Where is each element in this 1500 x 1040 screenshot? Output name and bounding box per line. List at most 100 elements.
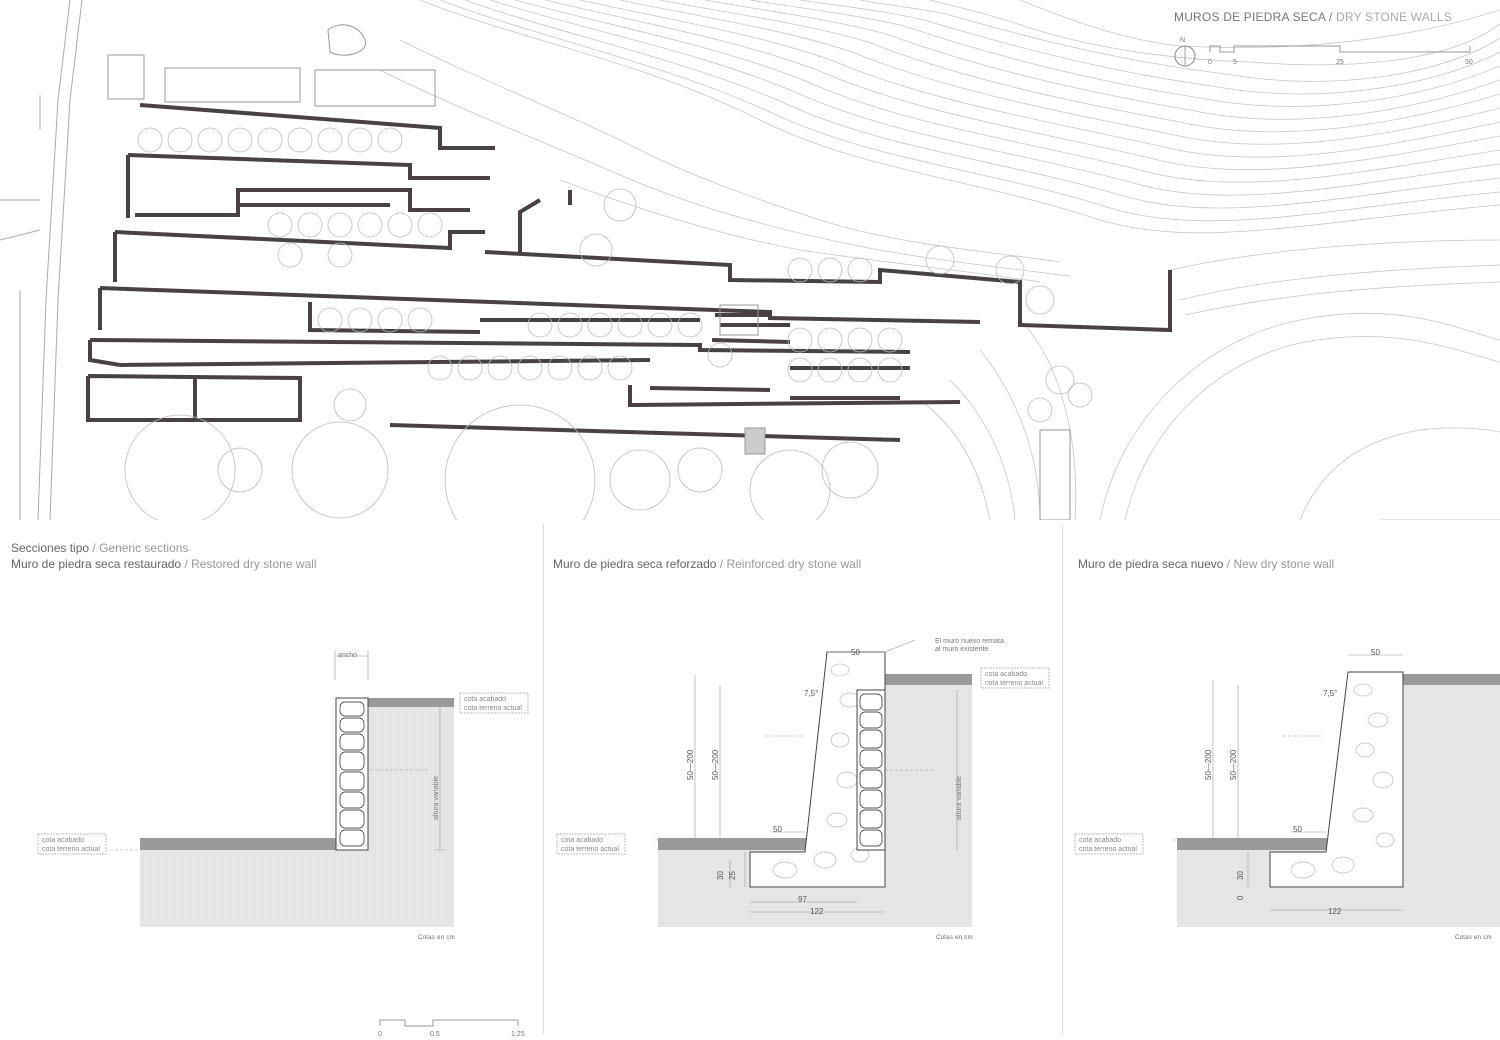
new-title-es: Muro de piedra seca nuevo [1078,557,1224,571]
restored-section-drawing: ancho altura variable cota acabado cota … [37,650,529,927]
reinforced-title-en: Reinforced dry stone wall [726,557,862,571]
cota-box-left [556,833,626,855]
plan-title-separator: / [1325,10,1336,24]
restored-title-es: Muro de piedra seca restaurado [11,557,182,571]
dim-height-inner: 50—200 [711,749,720,780]
stones [339,701,365,847]
site-plan [0,0,1500,520]
new-title-en: New dry stone wall [1233,557,1335,571]
backfill [885,685,972,850]
finish-layer [658,838,806,850]
reinforced-section-drawing: 50 50—200 50—200 50 30 25 97 122 7,5° al… [556,638,1050,927]
new-title: Muro de piedra seca nuevo / New dry ston… [1078,557,1334,571]
cota-terreno-label-left: cota terreno actual [561,846,619,853]
plan-title: MUROS DE PIEDRA SECA / DRY STONE WALLS [1174,10,1452,24]
rubble-fill [772,663,870,879]
cotas-note-2: Cotas en cm [936,935,973,941]
cota-acabado-label: cota acabado [464,696,506,703]
ancho-label: ancho [338,652,357,659]
scale-tick-5: 5 [1233,59,1237,66]
backfill [366,705,454,850]
section-scale-0: 0 [378,1031,382,1038]
stones [859,693,883,847]
angle-label: 7,5° [804,689,818,698]
panel-divider [1062,524,1063,1034]
restored-title-en: Restored dry stone wall [191,557,317,571]
dim-25: 25 [728,871,737,880]
dim-top: 50 [851,648,860,657]
dim-height-inner: 50—200 [1229,749,1238,780]
rubble-fill [1290,683,1395,879]
ground-fill [140,850,454,927]
finish-layer-top [885,674,972,685]
cotas-note-3: Cotas en cm [1455,935,1492,941]
dim-top: 50 [1371,648,1380,657]
section-scale-125: 1:25 [511,1031,525,1038]
dim-122: 122 [810,907,824,916]
new-wall [1269,671,1404,888]
dim-footing: 50 [1293,825,1302,834]
finish-layer [140,838,338,850]
cota-box-left [1074,833,1144,855]
note-line-1: El muro nuevo remata [935,638,1004,645]
plan-scale-bar: N 0 5 25 50 [1174,32,1484,72]
dimension-lines [110,650,446,851]
scale-tick-25: 25 [1336,59,1344,66]
contour-lines [379,0,1500,520]
cota-acabado-label-left: cota acabado [42,837,84,844]
access-road [0,0,83,520]
dim-30: 30 [1236,871,1245,880]
dim-0: 0 [1236,895,1245,900]
plan-title-en: DRY STONE WALLS [1335,10,1452,24]
cota-box [459,692,529,714]
angle-label: 7,5° [1323,689,1337,698]
finish-layer [1177,838,1327,850]
scale-tick-0: 0 [1208,59,1212,66]
altura-label: altura variable [956,776,963,820]
dim-97: 97 [798,895,807,904]
reinforced-title-es: Muro de piedra seca reforzado [553,557,717,571]
dim-height-outer: 50—200 [686,749,695,780]
trees [124,127,1093,520]
dim-122: 122 [1328,907,1342,916]
reinforced-title-separator: / [716,557,727,571]
panel-divider [543,524,544,1034]
dimension-lines [1173,654,1403,911]
plan-title-es: MUROS DE PIEDRA SECA [1174,10,1326,24]
dry-stone-walls [86,103,1172,442]
scale-tick-50: 50 [1465,59,1473,66]
sections-heading-en: Generic sections [99,541,189,555]
new-section-drawing: 50 50—200 50—200 50 30 0 122 7,5° cota a… [1074,648,1500,927]
sections-heading: Secciones tipo / Generic sections [11,541,188,555]
north-arrow-icon: N [1174,37,1196,67]
cota-terreno-label: cota terreno actual [985,680,1043,687]
cota-acabado-label: cota acabado [985,671,1027,678]
cota-acabado-label-left: cota acabado [561,837,603,844]
dim-height-outer: 50—200 [1204,749,1213,780]
dimension-lines [655,639,958,913]
dim-footing: 50 [773,825,782,834]
altura-label: altura variable [433,776,440,820]
backfill [1403,685,1500,850]
section-scale-05: 0.5 [430,1031,440,1038]
cota-acabado-label-left: cota acabado [1079,837,1121,844]
cota-terreno-label-left: cota terreno actual [1079,846,1137,853]
new-title-separator: / [1223,557,1234,571]
dim-30: 30 [716,871,725,880]
cota-terreno-label-left: cota terreno actual [42,846,100,853]
north-label: N [1180,37,1185,44]
cota-terreno-label: cota terreno actual [464,705,522,712]
finish-layer-top [366,698,454,707]
cota-box [980,667,1050,689]
finish-layer-top [1403,674,1500,685]
scale-bar-lines [1209,45,1471,53]
sections-heading-separator: / [89,541,100,555]
restored-title: Muro de piedra seca restaurado / Restore… [11,557,317,571]
section-scale-bar: 0 0.5 1:25 [378,1019,525,1038]
cota-box-left [37,833,107,855]
cotas-note-1: Cotas en cm [418,935,455,941]
site-elements [107,24,1071,520]
reinforced-title: Muro de piedra seca reforzado / Reinforc… [553,557,861,571]
note-line-2: al muro existente [935,646,988,653]
restored-title-separator: / [181,557,192,571]
